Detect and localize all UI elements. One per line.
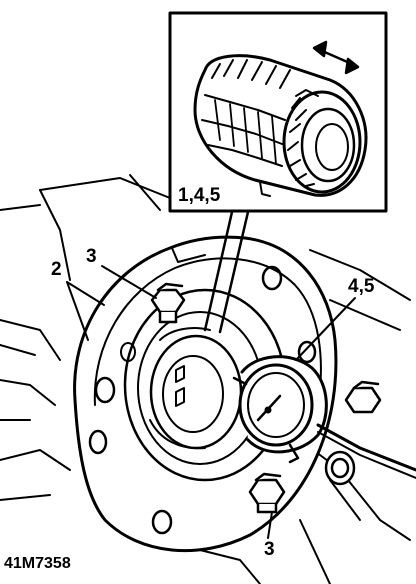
dial-gauge (232, 355, 416, 479)
inset-box (168, 11, 388, 213)
housing-outline (0, 174, 411, 584)
nut-lower-right (324, 450, 356, 486)
callout-2-label: 2 (51, 259, 62, 280)
bolt-top-left (150, 282, 186, 324)
flange-hole (88, 429, 108, 455)
pinion-bearing (193, 54, 368, 197)
hub-flange (73, 235, 338, 553)
callout-45-label: 4,5 (348, 276, 375, 297)
callout-3-top-label: 3 (86, 246, 97, 267)
flange-hole (261, 265, 283, 291)
leader-lines (66, 210, 356, 539)
flange-hole (297, 340, 317, 364)
figure-id-label: 41M7358 (4, 555, 71, 572)
inset-callout-label: 1,4,5 (178, 185, 221, 206)
bolt-right (344, 380, 382, 414)
bolt-bottom (248, 472, 286, 514)
callout-3-bottom-label: 3 (264, 539, 275, 560)
double-arrow-icon (312, 40, 360, 75)
flange-hole (151, 509, 173, 535)
flange-hole (94, 376, 116, 404)
